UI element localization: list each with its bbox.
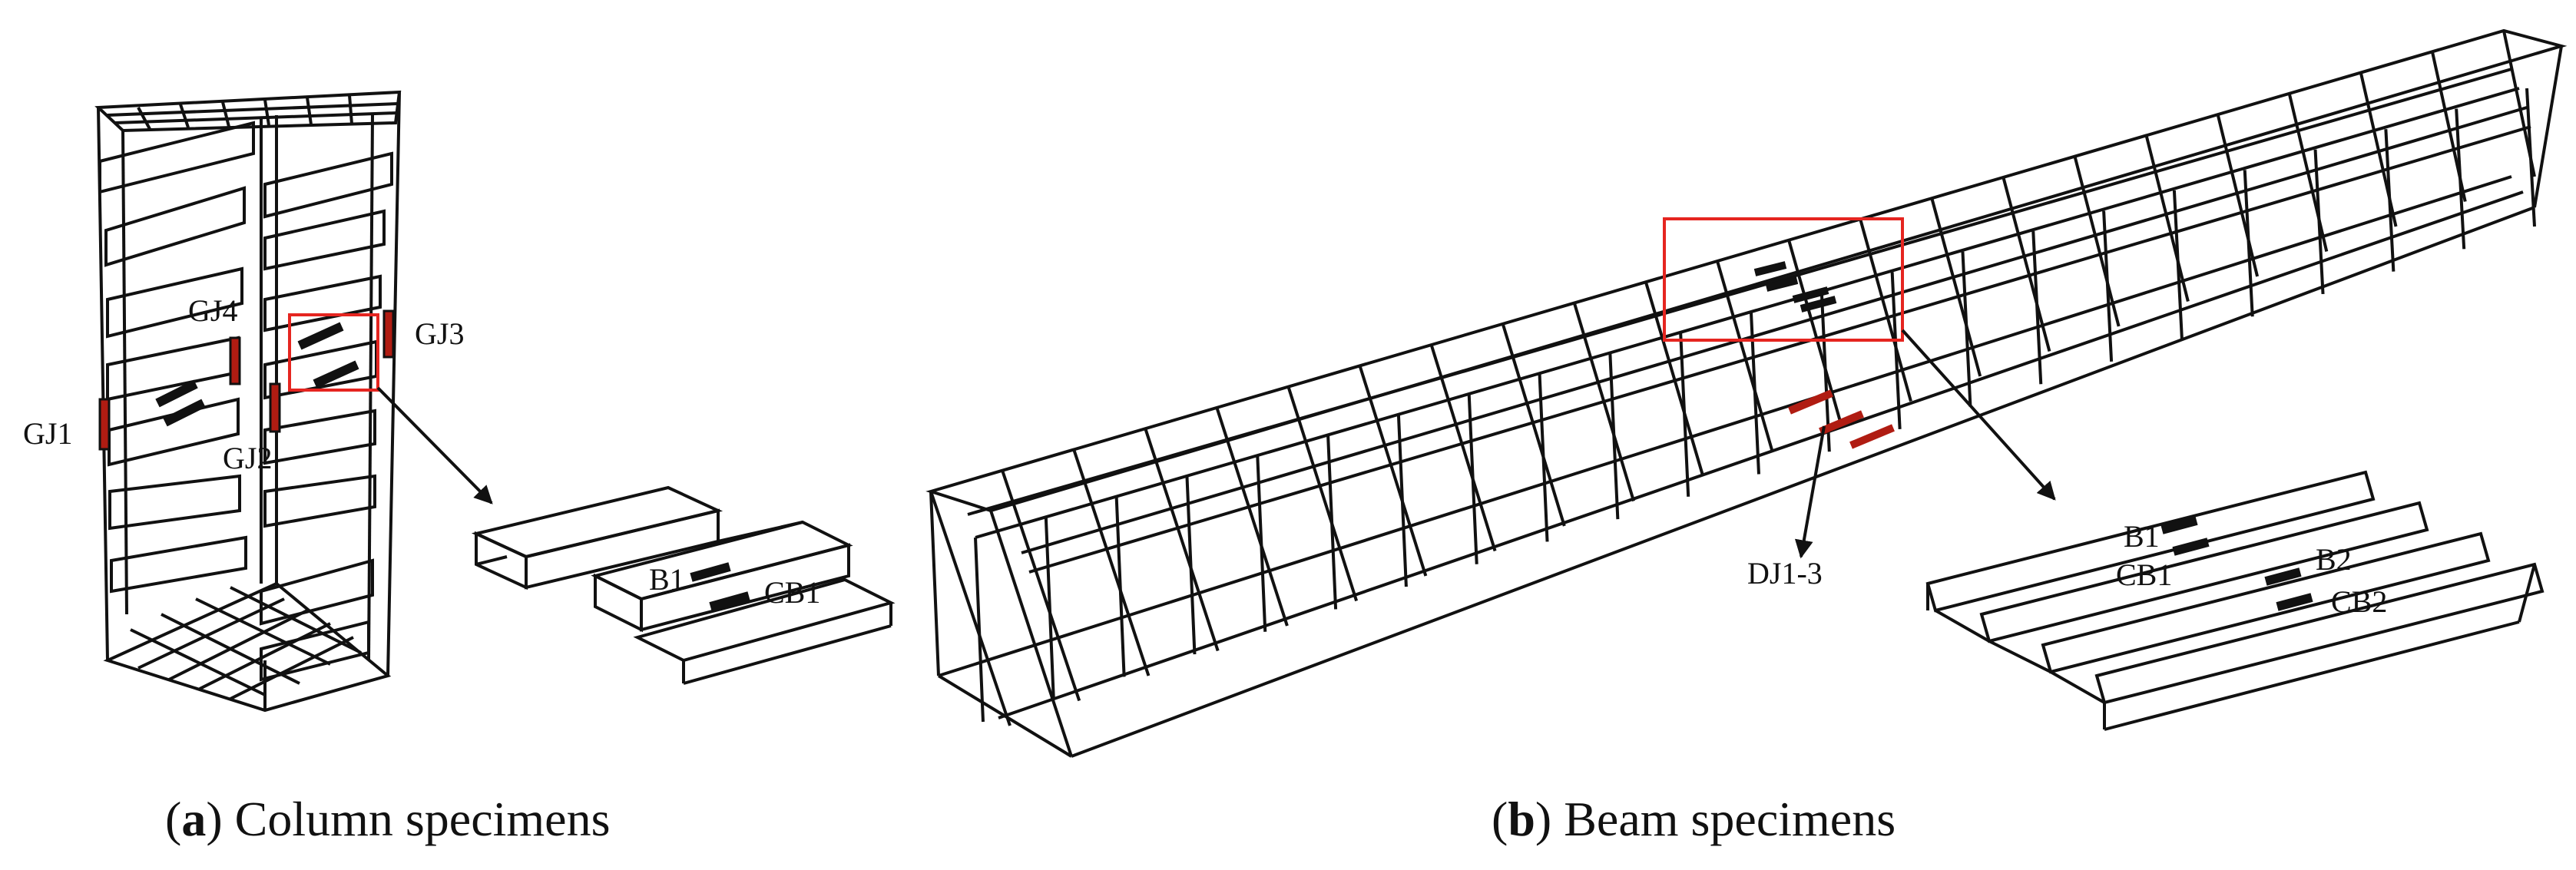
column-gauge [297, 322, 344, 350]
gauge-dj2 [1819, 410, 1864, 435]
beam-stiffener [2525, 88, 2536, 227]
gauge-dj1 [1788, 389, 1833, 415]
beam-rib [1286, 386, 1359, 602]
beam-stiffener [1256, 455, 1267, 632]
column-red-gauges [98, 309, 395, 451]
detail-gauge-cb1 [709, 591, 750, 611]
caption-a: (a) Column specimens [165, 792, 610, 846]
beam-rib [1072, 448, 1151, 676]
detail-gauge-b1 [2160, 516, 2198, 534]
label-gj2: GJ2 [223, 441, 272, 475]
beam-stiffener [1185, 476, 1197, 655]
label-cb1: CB1 [764, 575, 820, 610]
column-gauge [163, 399, 206, 427]
column-detail-gauges [690, 562, 750, 611]
beam-red-gauges [1788, 389, 1895, 449]
beam-rib [2216, 114, 2260, 277]
gauge-gj1 [98, 398, 111, 451]
beam-dj-arrow [1794, 425, 1826, 559]
beam-specimen-panel: DJ1-3 B1 CB1 B2 CB2 (b) Beam specimens [925, 28, 2568, 846]
label-gj4: GJ4 [188, 293, 237, 328]
gauge-gj2 [269, 382, 281, 433]
beam-stiffener [1608, 353, 1620, 520]
beam-gauge [1765, 276, 1799, 292]
beam-rib [1429, 344, 1497, 552]
label-gj1: GJ1 [23, 416, 72, 451]
column-wireframe [94, 90, 402, 713]
label-b1: B1 [649, 562, 685, 597]
beam-rib [1501, 323, 1566, 527]
beam-detail-plate [1925, 470, 2545, 731]
caption-a-text: Column specimens [235, 792, 611, 846]
beam-gauge [1753, 261, 1787, 276]
beam-rib [1787, 240, 1843, 427]
label-b1: B1 [2124, 519, 2160, 554]
caption-b-letter: b [1508, 792, 1535, 846]
beam-detail-arrow [1901, 329, 2056, 501]
beam-stiffener [1396, 415, 1408, 587]
gauge-dj3 [1849, 424, 1895, 449]
beam-rib [1716, 260, 1774, 452]
beam-rib [2073, 156, 2121, 327]
beam-wireframe [925, 28, 2568, 758]
beam-stiffener [2102, 210, 2114, 362]
gauge-gj3 [382, 309, 395, 359]
beam-stiffener [1326, 435, 1338, 610]
beam-stiffener [1114, 496, 1126, 677]
beam-stiffener [1679, 332, 1690, 497]
beam-rib [1144, 428, 1220, 652]
beam-rib [1001, 470, 1081, 702]
beam-highlight-box [1663, 217, 1904, 342]
detail-gauge-cb1 [2172, 538, 2210, 556]
label-dj1-3: DJ1-3 [1747, 556, 1823, 590]
detail-gauge-cb2 [2276, 593, 2313, 611]
label-cb1: CB1 [2116, 557, 2172, 592]
beam-stiffener [2313, 149, 2325, 295]
beam-stiffener [1890, 272, 1902, 429]
beam-stiffener [1961, 251, 1972, 407]
beam-detail-gauges [2160, 516, 2313, 611]
beam-rib [1215, 407, 1289, 627]
beam-stiffener [1044, 517, 1055, 700]
column-gauge [155, 379, 198, 408]
label-gj3: GJ3 [415, 316, 464, 351]
beam-gauge [1800, 296, 1837, 313]
caption-b: (b) Beam specimens [1492, 792, 1896, 846]
beam-stiffener [2384, 129, 2396, 272]
detail-gauge-b2 [2264, 567, 2302, 586]
beam-rib [2002, 177, 2051, 352]
beam-rib [929, 491, 1012, 726]
column-specimen-panel: GJ1 GJ4 GJ2 GJ3 B1 CB1 (a) Column specim… [23, 90, 896, 846]
beam-stiffener [1467, 394, 1478, 564]
beam-stiffener [2455, 108, 2466, 250]
gauge-gj4 [229, 336, 241, 385]
caption-a-letter: a [181, 792, 206, 846]
beam-gauge [1792, 286, 1829, 303]
beam-stiffener [2172, 190, 2184, 339]
detail-gauge-b1 [690, 562, 731, 582]
beam-stiffener [2243, 170, 2254, 317]
label-cb2: CB2 [2331, 584, 2387, 619]
beam-gauges [1753, 261, 1837, 313]
beam-rib [1644, 281, 1705, 477]
beam-stiffener [1538, 374, 1549, 542]
caption-b-text: Beam specimens [1564, 792, 1896, 846]
column-detail-plate [471, 485, 896, 685]
label-b2: B2 [2316, 542, 2352, 577]
column-gauge [313, 360, 359, 389]
column-highlight-box [288, 313, 379, 392]
beam-rib [1358, 365, 1428, 577]
beam-rib [2144, 134, 2190, 302]
column-detail-arrow [376, 386, 493, 504]
beam-stiffener [974, 537, 985, 723]
column-gauges [155, 322, 359, 427]
